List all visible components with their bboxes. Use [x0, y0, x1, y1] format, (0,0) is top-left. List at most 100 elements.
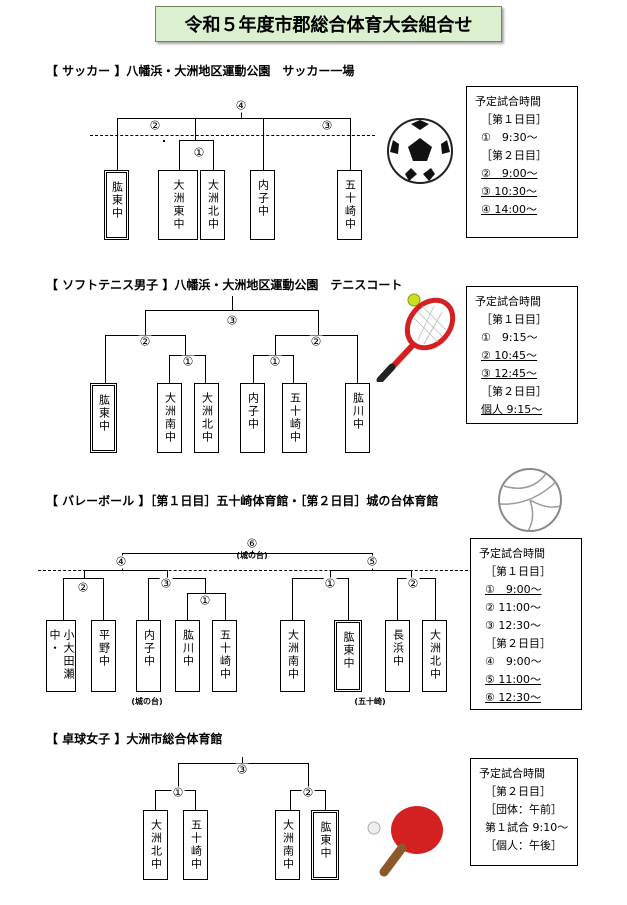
bracket-line	[195, 790, 196, 810]
bracket-line	[154, 118, 328, 119]
bracket-line	[145, 310, 146, 335]
schedule-item: ④ 9:00～	[485, 655, 542, 668]
team-name: 平野中	[97, 629, 111, 668]
schedule-title: 予定試合時間	[479, 767, 545, 780]
round-label: ②	[301, 785, 315, 800]
round-label: ②	[138, 334, 152, 349]
bracket-line	[397, 578, 398, 620]
schedule-item: ① 9:00～	[485, 583, 542, 596]
venue-note: (城の台)	[131, 697, 163, 706]
team-name: 五十崎中	[288, 392, 302, 444]
bracket-line	[292, 578, 293, 620]
section-header: 【 ソフトテニス男子 】八幡浜・大洲地区運動公園 テニスコート	[46, 278, 403, 292]
bracket-line	[308, 763, 309, 790]
schedule-item: ② 10:45～	[481, 349, 538, 362]
schedule-item: ［第２日目］	[481, 385, 547, 398]
schedule-item: ④ 14:00～	[481, 203, 538, 216]
section-header: 【 卓球女子 】大洲市総合体育館	[46, 732, 223, 746]
bracket-line	[348, 578, 349, 620]
bracket-line	[213, 140, 214, 170]
bracket-line	[232, 296, 233, 310]
round-label: ③	[225, 313, 239, 328]
team-name: 大洲南中	[281, 819, 295, 871]
schedule-item: ⑥ 12:30～	[485, 691, 542, 704]
bracket-line	[318, 310, 319, 335]
bracket-line	[263, 118, 264, 170]
team-name: 内子中	[142, 629, 156, 668]
schedule-title: 予定試合時間	[475, 295, 541, 308]
round-label: ②	[309, 334, 323, 349]
bracket-line	[195, 118, 196, 140]
team-box: 大洲南中	[157, 383, 182, 453]
team-name: 長浜中	[391, 629, 405, 668]
schedule-item: ⑤ 11:00～	[485, 673, 542, 686]
round-label: ①	[268, 354, 282, 369]
team-box: 大洲北中	[143, 810, 168, 880]
schedule-box: 予定試合時間［第１日目］① 9:00～② 11:00～③ 12:30～［第２日目…	[470, 538, 582, 710]
team-name: 小大田瀬中・	[48, 629, 75, 681]
dashed-divider	[90, 135, 375, 136]
team-name: 大洲南中	[163, 392, 177, 444]
schedule-item: ③ 10:30～	[481, 185, 538, 198]
round-label: ①	[192, 145, 206, 160]
bracket-line	[187, 593, 225, 594]
schedule-box: 予定試合時間［第２日目］［団体：午前］第１試合 9:10～［個人：午後］	[470, 758, 578, 866]
round-label: ③	[159, 576, 173, 591]
team-box: 内子中	[250, 170, 275, 240]
schedule-item: ② 11:00～	[485, 601, 542, 614]
bracket-line	[103, 578, 104, 593]
team-box: 長浜中	[385, 620, 410, 692]
team-box: 大洲北中	[200, 170, 225, 240]
bracket-line	[105, 335, 106, 383]
team-box: 小大田瀬中・	[46, 620, 76, 692]
team-box: 肱川中	[175, 620, 200, 692]
bracket-line	[63, 578, 103, 579]
team-name: 大洲北中	[206, 179, 220, 231]
schedule-item: 第１試合 9:10～	[485, 821, 569, 834]
schedule-title: 予定試合時間	[475, 95, 541, 108]
venue-note: (城の台)	[236, 551, 268, 560]
bracket-line	[84, 570, 85, 578]
round-label: ①	[181, 354, 195, 369]
team-box: 五十崎中	[337, 170, 362, 240]
bracket-line	[145, 310, 318, 311]
bracket-line	[293, 355, 294, 383]
team-name: 内子中	[256, 179, 270, 218]
section-header: 【 バレーボール 】［第１日目］五十崎体育館・［第２日目］城の台体育館	[46, 494, 439, 508]
team-box: 内子中	[136, 620, 161, 692]
bracket-line	[179, 140, 180, 170]
round-label: ①	[171, 785, 185, 800]
schedule-item: ① 9:15～	[481, 331, 538, 344]
team-name: 大洲北中	[428, 629, 442, 681]
dashed-divider	[38, 570, 468, 571]
section-header: 【 サッカー 】八幡浜・大洲地区運動公園 サッカー一場	[46, 64, 355, 78]
schedule-item: ② 9:00～	[481, 167, 538, 180]
team-name: 肱東中	[319, 821, 332, 860]
bracket-line	[435, 578, 436, 620]
bracket-line	[242, 757, 243, 763]
team-name: 五十崎中	[343, 179, 357, 231]
team-box: 五十崎中	[282, 383, 307, 453]
team-name: 内子中	[246, 392, 260, 431]
schedule-item: ［団体：午前］	[485, 803, 562, 816]
bracket-line	[148, 578, 205, 579]
bracket-line	[155, 790, 156, 810]
bracket-line	[148, 578, 149, 593]
soccer-ball-icon	[387, 118, 453, 184]
bracket-line	[411, 570, 412, 578]
round-label: ⑤	[365, 554, 379, 569]
bracket-line	[185, 335, 186, 355]
team-box: 肱東中	[334, 620, 362, 692]
round-label: ④	[234, 98, 248, 113]
round-label: ②	[148, 118, 162, 133]
bracket-line	[148, 593, 149, 620]
tennis-racket-icon	[376, 293, 456, 382]
team-box: 肱東中	[90, 383, 117, 453]
round-label: ①	[323, 576, 337, 591]
round-label: ③	[235, 762, 249, 777]
team-box: 大洲南中	[275, 810, 300, 880]
page-title: 令和５年度市郡総合体育大会組合せ	[155, 6, 502, 42]
bracket-line	[330, 570, 331, 578]
bracket-line	[253, 355, 254, 383]
